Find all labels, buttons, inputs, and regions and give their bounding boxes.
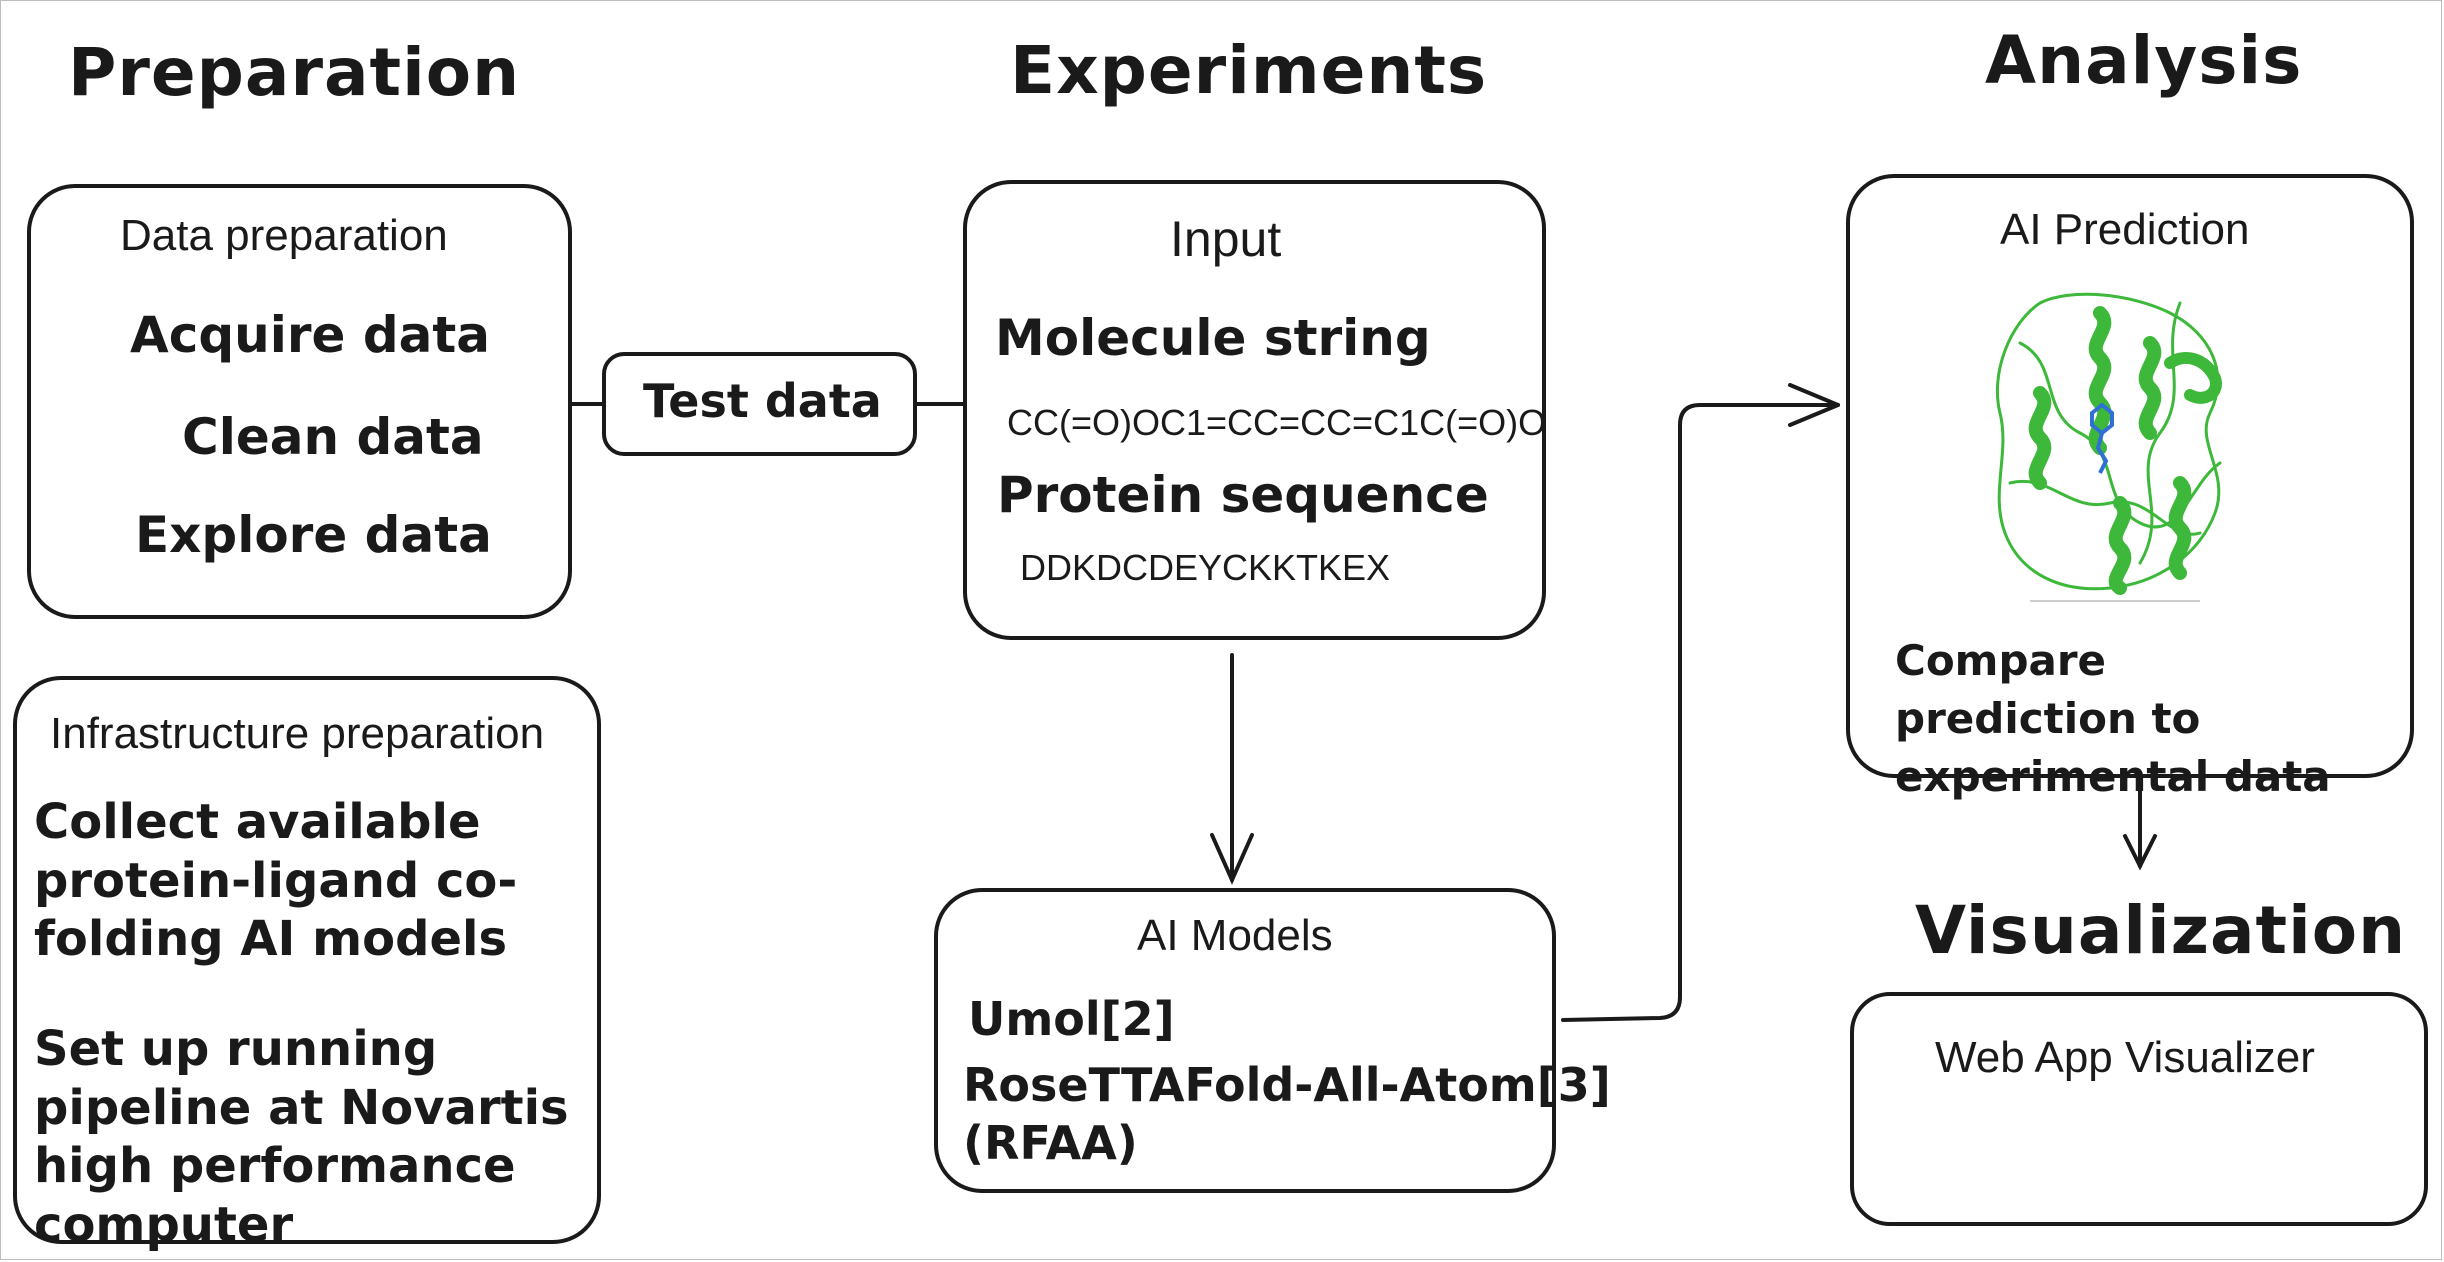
infrastructure-preparation-box xyxy=(13,676,601,1244)
data-preparation-box xyxy=(27,184,572,619)
input-title: Input xyxy=(1170,211,1282,267)
ai-models-title: AI Models xyxy=(1137,911,1333,960)
arrow-input-to-models xyxy=(1210,653,1254,885)
protein-structure-image xyxy=(1995,292,2222,602)
web-app-visualizer-box xyxy=(1850,992,2428,1226)
test-data-label: Test data xyxy=(643,374,882,428)
ai-prediction-title: AI Prediction xyxy=(2000,205,2250,254)
section-title-experiments: Experiments xyxy=(1010,32,1488,109)
test-data-box xyxy=(602,352,917,456)
data-preparation-item: Explore data xyxy=(135,506,492,564)
molecule-string-label: Molecule string xyxy=(995,309,1431,367)
data-preparation-title: Data preparation xyxy=(120,211,448,260)
section-title-preparation: Preparation xyxy=(68,34,521,111)
molecule-string-value: CC(=O)OC1=CC=CC=C1C(=O)O xyxy=(1007,402,1547,443)
protein-sequence-label: Protein sequence xyxy=(997,466,1489,524)
protein-ribbon xyxy=(1995,292,2222,595)
ai-model-item: (RFAA) xyxy=(963,1116,1138,1170)
section-title-analysis: Analysis xyxy=(1985,22,2303,99)
ai-models-box xyxy=(934,888,1556,1193)
infrastructure-item: Collect available protein-ligand co-fold… xyxy=(34,794,518,968)
protein-sequence-value: DDKDCDEYCKKTKEX xyxy=(1020,547,1391,588)
ai-model-item: Umol[2] xyxy=(968,992,1175,1046)
data-preparation-item: Acquire data xyxy=(130,306,491,364)
arrow-prediction-to-visualization xyxy=(2123,782,2157,871)
ligand xyxy=(2090,402,2114,474)
infrastructure-item: Set up running pipeline at Novartis high… xyxy=(34,1021,569,1253)
data-preparation-item: Clean data xyxy=(182,408,484,466)
section-title-visualization: Visualization xyxy=(1915,892,2407,969)
arrow-models-to-prediction xyxy=(1561,383,1840,1022)
infrastructure-preparation-title: Infrastructure preparation xyxy=(50,709,545,758)
ai-model-item: RoseTTAFold-All-Atom[3] xyxy=(963,1058,1611,1112)
ai-prediction-description: Compare prediction to experimental data xyxy=(1895,636,2331,801)
web-app-visualizer-label: Web App Visualizer xyxy=(1935,1033,2315,1082)
input-box xyxy=(963,180,1546,640)
ai-prediction-box xyxy=(1846,174,2414,778)
